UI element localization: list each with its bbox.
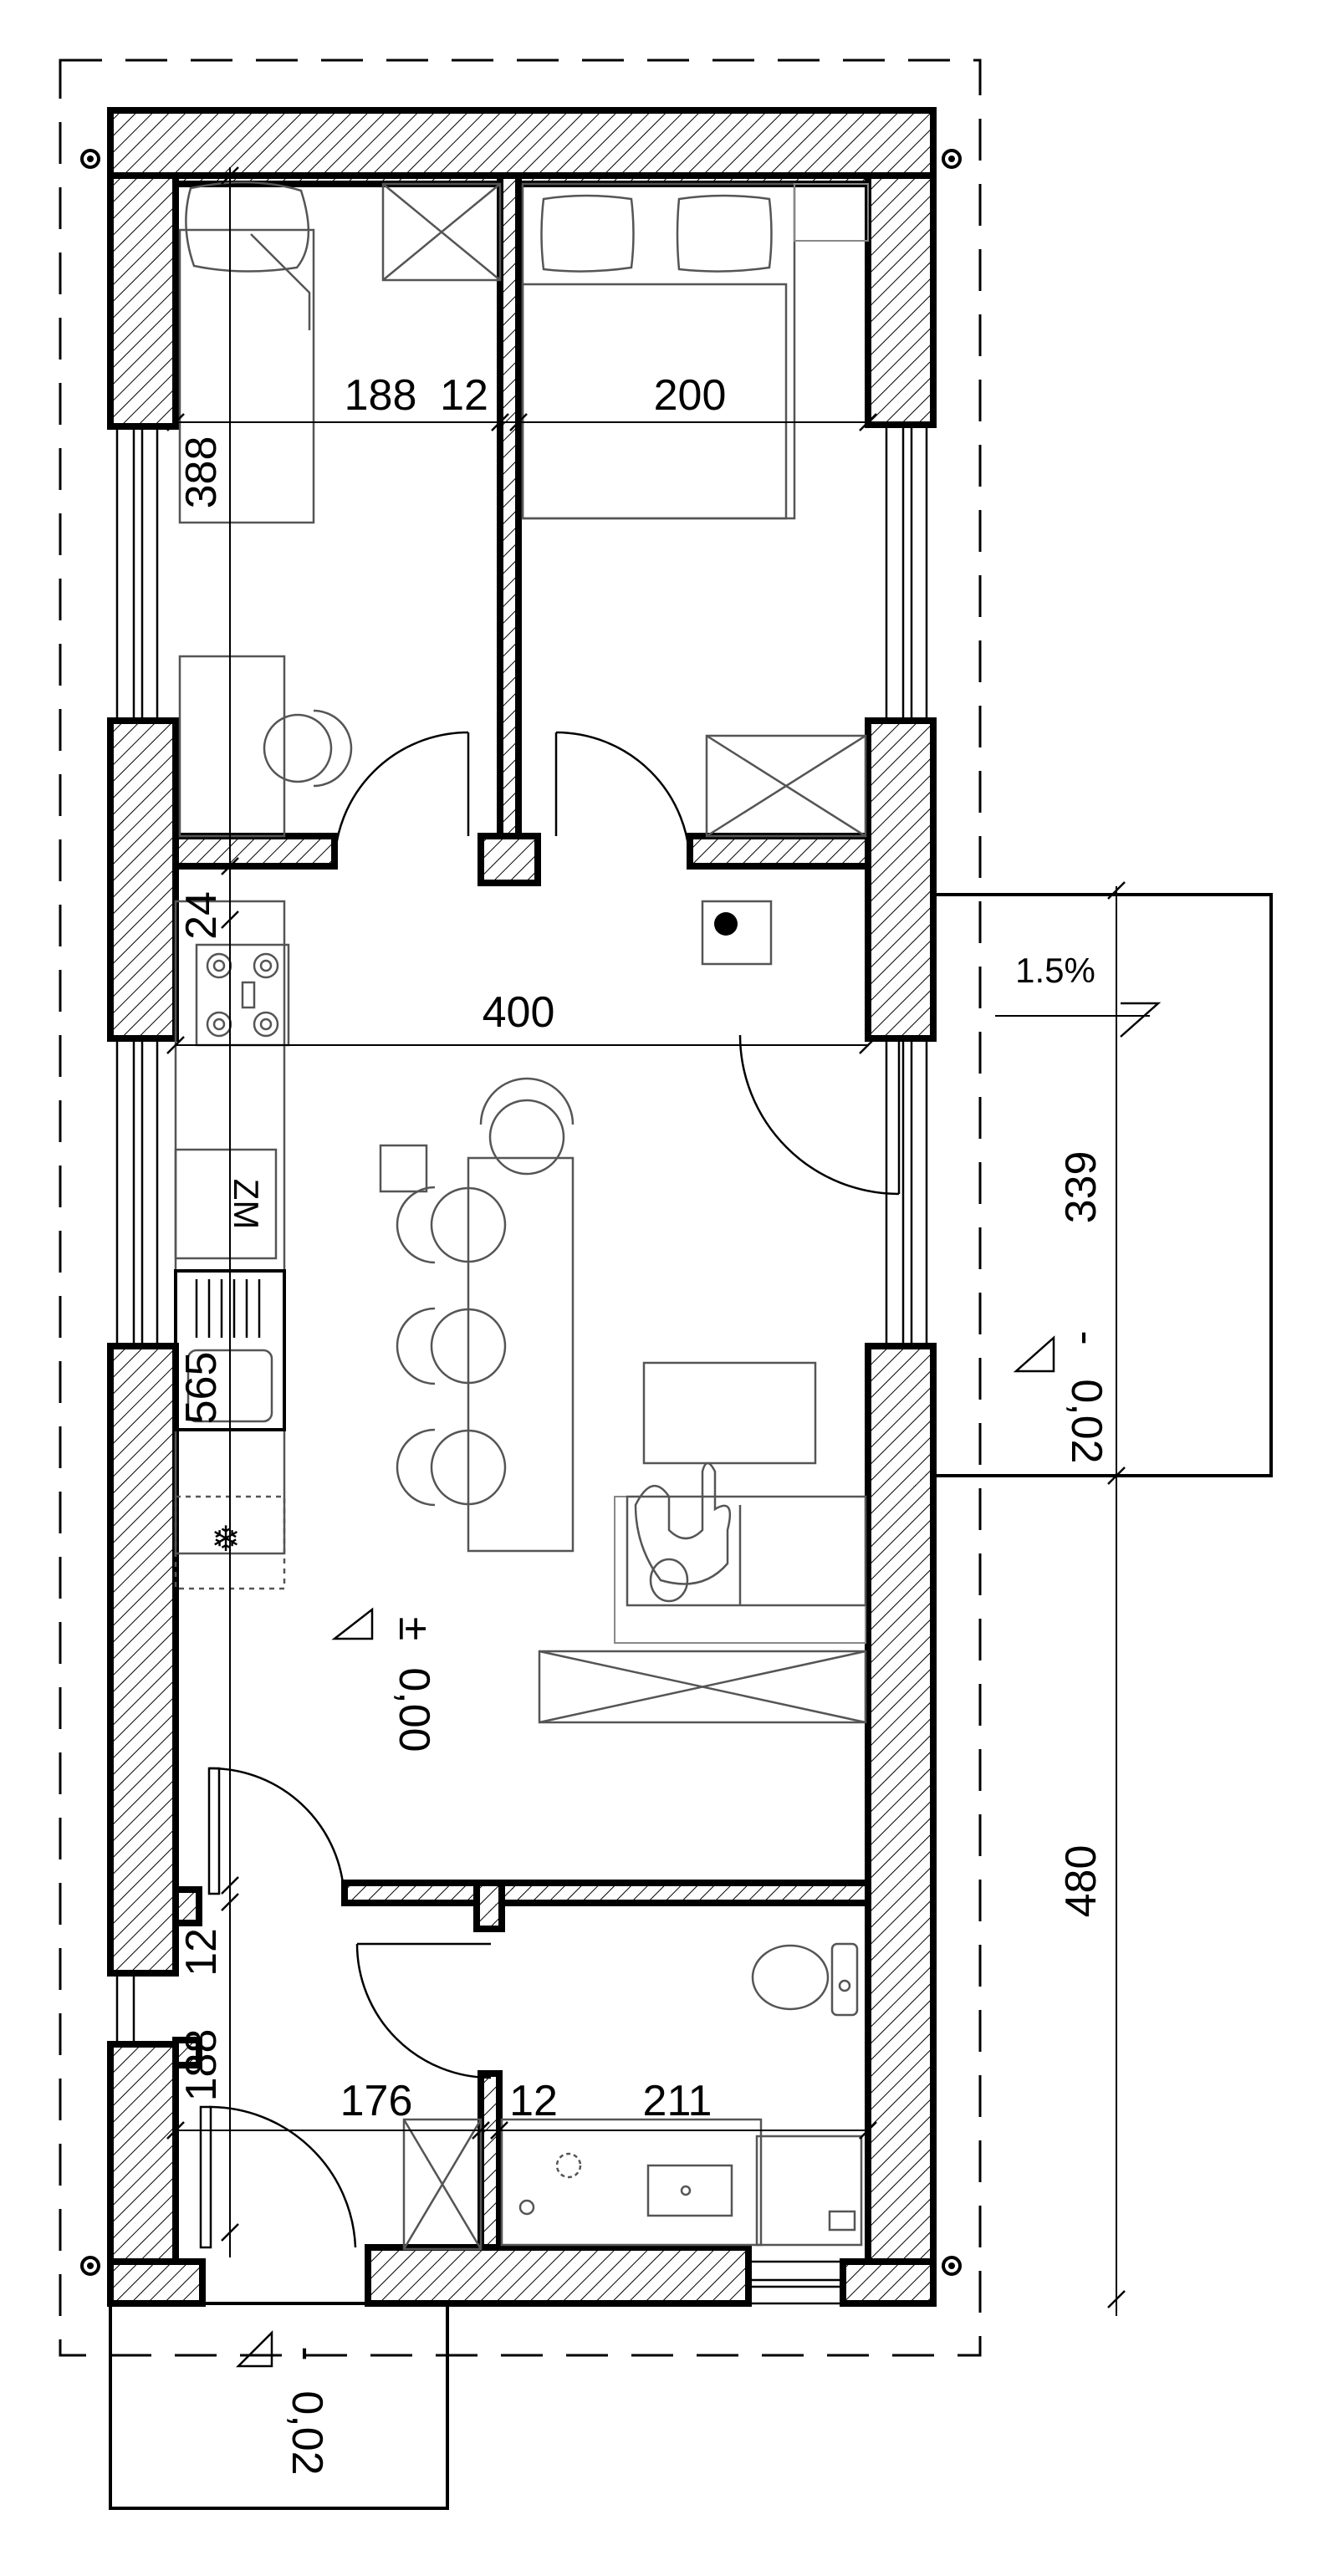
toilet: [751, 1944, 830, 2011]
terraces: [109, 893, 1273, 2510]
doors: [199, 731, 901, 2249]
entry-outline: [109, 2302, 449, 2510]
wardrobe-left: [381, 182, 502, 282]
porch-level-sign: -: [1062, 1330, 1111, 1344]
porch-outline: [933, 893, 1273, 1477]
slope-label: 1.5%: [1015, 951, 1095, 990]
sofa: [626, 1495, 867, 1607]
dim-entry-partition: 12: [177, 1928, 226, 1977]
windows: [115, 423, 928, 2305]
floor-level-sign: ±: [390, 1617, 438, 1641]
dining-table: [467, 1156, 575, 1553]
snowflake-icon: ❄: [211, 1519, 240, 1558]
coffee-table: [642, 1361, 817, 1465]
axis-grid: [59, 59, 982, 2357]
dim-hall-width: 176: [340, 2077, 413, 2125]
tv-cabinet: [538, 1650, 867, 1724]
washbasin: [646, 2164, 733, 2217]
dining-chairs: [396, 1077, 575, 1507]
dim-living-width: 400: [483, 988, 555, 1037]
washing-machine: [755, 2135, 863, 2247]
washer: [174, 1148, 278, 1260]
entry-level-sign: -: [283, 2346, 331, 2360]
dim-bedroom-depth: 388: [177, 436, 226, 509]
dimension-lines: [166, 166, 1162, 2316]
double-bed: [521, 182, 796, 520]
washer-label: ZM: [227, 1179, 266, 1230]
boiler: [701, 900, 773, 966]
interior-walls: [172, 172, 871, 2251]
dim-bathroom-width: 211: [643, 2077, 712, 2125]
entry-level-value: 0,02: [283, 2390, 331, 2475]
dim-bath-side-depth: 480: [1057, 1845, 1106, 1918]
furniture: [174, 181, 869, 2251]
dim-entry-depth: 188: [177, 2029, 226, 2102]
dim-porch-side-depth: 339: [1057, 1151, 1106, 1224]
dim-partition-bottom: 12: [509, 2077, 558, 2125]
desk: [178, 655, 286, 838]
porch-level-value: 0,02: [1062, 1379, 1111, 1463]
stool: [379, 1144, 428, 1193]
dim-kitchen-segment: 565: [177, 1352, 226, 1425]
level-markers: [235, 1335, 1055, 2368]
sink-drainboard: [195, 1279, 261, 1338]
wardrobe-right: [705, 734, 867, 838]
dim-bedroom-large-width: 200: [654, 371, 727, 420]
axis-markers: [80, 149, 962, 2276]
dim-bedroom-small-width: 188: [345, 371, 417, 420]
single-bed: [178, 228, 315, 524]
floor-level-value: 0,00: [390, 1667, 438, 1752]
dim-corridor-depth: 24: [177, 891, 226, 940]
bath-counter: [500, 2118, 763, 2247]
dim-partition-top: 12: [440, 371, 488, 420]
hall-wardrobe: [402, 2118, 483, 2251]
